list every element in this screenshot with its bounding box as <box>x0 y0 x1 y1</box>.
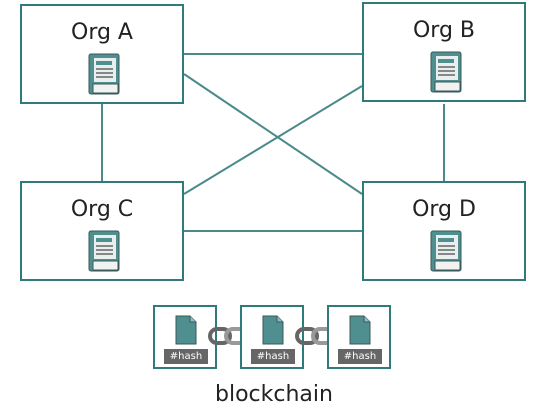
org-a-label: Org A <box>71 20 133 45</box>
ledger-book-icon <box>430 51 462 93</box>
block-2: #hash <box>240 305 304 369</box>
org-b-node: Org B <box>362 2 526 102</box>
block-hash-label: #hash <box>164 349 208 364</box>
ledger-book-icon <box>88 230 120 272</box>
block-hash-label: #hash <box>251 349 295 364</box>
document-icon <box>262 315 284 345</box>
ledger-book-icon <box>430 230 462 272</box>
org-d-label: Org D <box>412 197 476 222</box>
ledger-book-icon <box>88 53 120 95</box>
block-3: #hash <box>327 305 391 369</box>
document-icon <box>349 315 371 345</box>
org-a-node: Org A <box>20 4 184 104</box>
block-hash-label: #hash <box>338 349 382 364</box>
document-icon <box>175 315 197 345</box>
org-b-label: Org B <box>412 18 476 43</box>
org-c-label: Org C <box>70 197 134 222</box>
link-a-d <box>183 73 363 195</box>
org-d-node: Org D <box>362 181 526 281</box>
blockchain-caption: blockchain <box>215 382 333 407</box>
org-c-node: Org C <box>20 181 184 281</box>
block-1: #hash <box>153 305 217 369</box>
link-b-c <box>183 85 363 195</box>
